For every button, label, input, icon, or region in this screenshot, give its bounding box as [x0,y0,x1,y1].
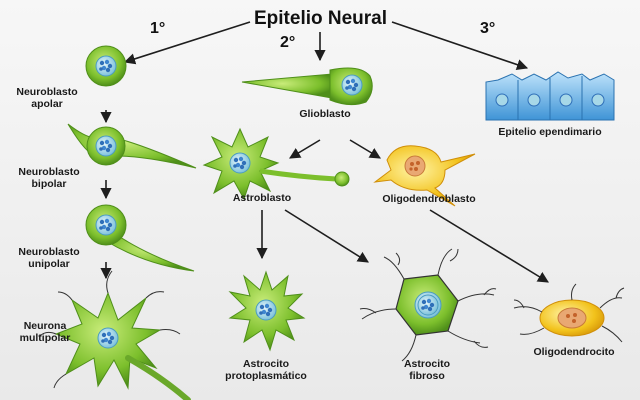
arrows [100,21,549,283]
epitelio-ependimario-cells [485,71,615,121]
label-neuroblasto-bipolar-line2: bipolar [31,178,67,190]
arrow-oligoblasto-oligocito [429,209,549,283]
diagram-title: Epitelio Neural [254,8,388,29]
oligodendroblasto-cell [373,145,476,207]
oligodendrocito-cell [513,283,625,343]
arrow-route-1 [123,21,251,65]
astroblasto-cell [202,127,350,201]
label-neurona-multipolar-line1: Neurona [23,320,67,332]
label-oligodendroblasto: Oligodendroblasto [382,193,476,205]
label-neuroblasto-unipolar-line1: Neuroblasto [18,246,80,258]
label-glioblasto: Glioblasto [299,108,351,120]
label-neuroblasto-unipolar-line2: unipolar [28,258,70,270]
arrow-astro-fibroso [284,209,369,263]
label-neuroblasto-unipolar: Neuroblasto unipolar [14,246,84,270]
label-astrocito-protoplasmatico-line1: Astrocito [242,358,290,370]
label-neuroblasto-bipolar: Neuroblasto bipolar [14,166,84,190]
glioblasto-cell [241,67,373,106]
label-neuroblasto-apolar: Neuroblasto apolar [12,86,82,110]
label-oligodendrocito: Oligodendrocito [533,346,615,358]
label-astroblasto: Astroblasto [232,192,292,204]
label-neurona-multipolar: Neurona multipolar [14,320,76,344]
route-label-3: 3° [480,20,496,37]
astrocito-protoplasmatico-cell [228,270,306,352]
label-astrocito-protoplasmatico: Astrocito protoplasmático [214,358,318,382]
label-neurona-multipolar-line2: multipolar [19,332,71,344]
label-astrocito-fibroso-line1: Astrocito [403,358,451,370]
label-astrocito-protoplasmatico-line2: protoplasmático [225,370,307,382]
label-neuroblasto-apolar-line1: Neuroblasto [16,86,78,98]
neuroblasto-apolar-cell [85,45,127,87]
arrow-glio-astro [289,139,321,159]
neuroblasto-unipolar-cell [85,204,195,272]
astrocito-fibroso-cell [359,248,497,362]
arrow-route-3 [391,21,529,71]
route-label-2: 2° [280,34,296,51]
label-astrocito-fibroso: Astrocito fibroso [390,358,464,382]
label-astrocito-fibroso-line2: fibroso [409,370,445,382]
neurona-multipolar-cell [39,270,191,400]
label-neuroblasto-bipolar-line1: Neuroblasto [18,166,80,178]
label-neuroblasto-apolar-line2: apolar [31,98,63,110]
label-epitelio-ependimario: Epitelio ependimario [498,126,602,138]
arrow-glio-oligo [349,139,381,159]
route-label-1: 1° [150,20,166,37]
neuroblasto-bipolar-cell [67,123,197,169]
